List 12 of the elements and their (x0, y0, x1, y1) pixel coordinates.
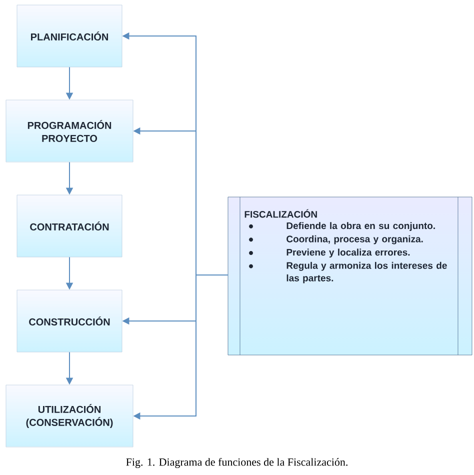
bullet-item: Coordina, procesa y organiza. (286, 235, 423, 244)
process-box: UTILIZACIÓN (CONSERVACIÓN) (6, 384, 134, 448)
process-box: PLANIFICACIÓN (16, 4, 122, 68)
process-box: CONTRATACIÓN (16, 194, 122, 258)
process-box: CONSTRUCCIÓN (16, 290, 122, 352)
bullet-item: Regula y armoniza los intereses de las partes. (286, 262, 447, 284)
bullet-item: Previene y localiza errores. (286, 248, 410, 258)
process-box: PROGRAMACIÓN PROYECTO (6, 100, 134, 162)
info-box (228, 196, 472, 356)
box-heading: FISCALIZACIÓN (244, 209, 317, 218)
bullet-item: Defiende la obra en su conjunto. (286, 222, 435, 231)
caption: Fig. 1. Diagrama de funciones de la Fiscalización. (126, 458, 348, 468)
